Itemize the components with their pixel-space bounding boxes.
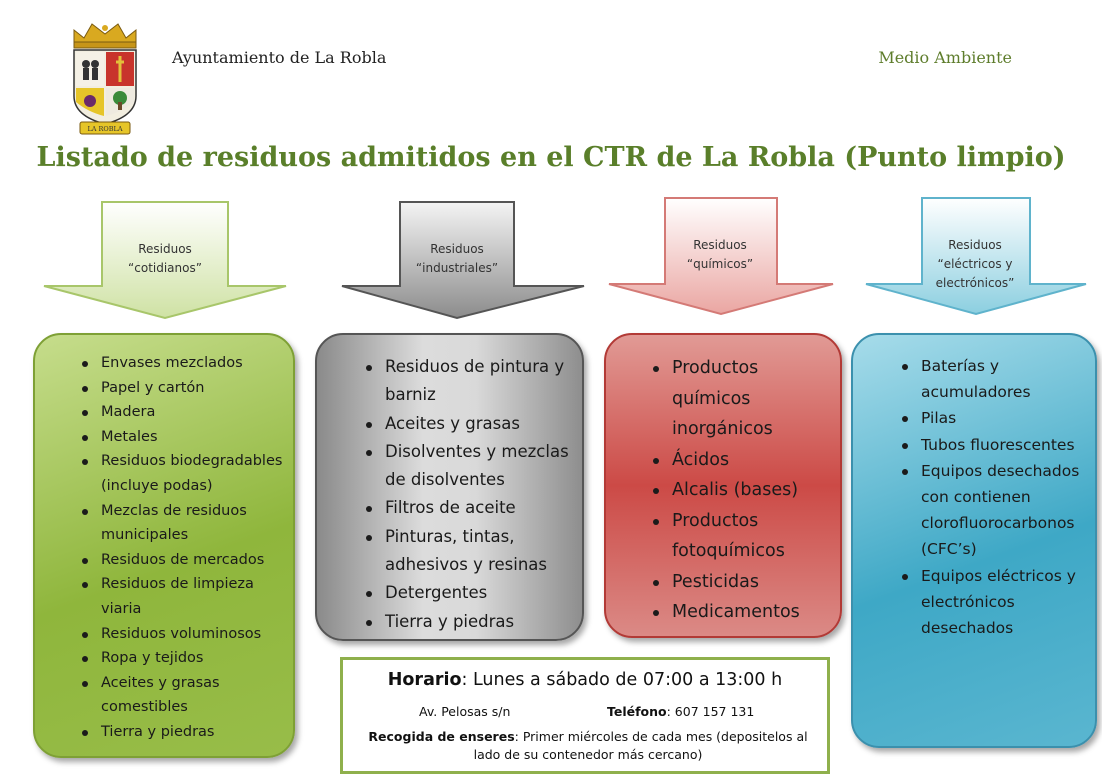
list-item: Metales [77, 425, 283, 450]
list-item: Tierra y piedras [77, 720, 283, 745]
phone-label: Teléfono [607, 704, 667, 719]
schedule-line: Horario: Lunes a sábado de 07:00 a 13:00… [343, 670, 827, 690]
arrow-label-line1: Residuos [948, 238, 1002, 252]
list-item: Pilas [897, 405, 1087, 431]
list-item: Madera [77, 400, 283, 425]
schedule-box: Horario: Lunes a sábado de 07:00 a 13:00… [340, 657, 830, 774]
arrow-label-line1: Residuos [138, 242, 192, 256]
arrow-label-line2: “cotidianos” [128, 261, 202, 275]
list-item: Alcalis (bases) [648, 475, 832, 506]
schedule-value: : Lunes a sábado de 07:00 a 13:00 h [461, 670, 783, 690]
list-item: Pesticidas [648, 567, 832, 598]
arrow-label-line2: “eléctricos y [937, 257, 1013, 271]
list-item: Equipos eléctricos y electrónicos desech… [897, 563, 1087, 642]
arrow-cotidianos: Residuos “cotidianos” [40, 200, 290, 320]
arrow-label-line1: Residuos [430, 242, 484, 256]
list-item: Medicamentos [648, 597, 832, 628]
list-item: Residuos voluminosos [77, 622, 283, 647]
list-item: Papel y cartón [77, 376, 283, 401]
pickup-value: : Primer miércoles de cada mes (deposite… [473, 729, 808, 762]
town-crest-logo: LA ROBLA [66, 16, 144, 138]
list-item: Disolventes y mezclas de disolventes [361, 438, 574, 495]
pickup-line: Recogida de enseres: Primer miércoles de… [355, 728, 821, 764]
list-item: Pinturas, tintas, adhesivos y resinas [361, 523, 574, 580]
arrow-quimicos: Residuos “químicos” [607, 196, 857, 316]
list-item: Equipos desechados con contienen clorofl… [897, 458, 1087, 563]
pickup-label: Recogida de enseres [368, 729, 515, 744]
list-item: Envases mezclados [77, 351, 283, 376]
list-item: Tierra y piedras [361, 608, 574, 636]
schedule-label: Horario [387, 670, 462, 690]
list-item: Baterías y acumuladores [897, 353, 1087, 405]
list-item: Detergentes [361, 579, 574, 607]
list-item: Aceites y grasas [361, 410, 574, 438]
department-name: Medio Ambiente [878, 48, 1012, 67]
list-item: Aceites y grasas comestibles [77, 671, 283, 720]
organization-name: Ayuntamiento de La Robla [172, 48, 387, 67]
list-item: Productos fotoquímicos [648, 506, 832, 567]
list-item: Mezclas de residuos municipales [77, 499, 283, 548]
list-box-cotidianos: Envases mezclados Papel y cartón Madera … [33, 333, 295, 758]
list-item: Tubos fluorescentes [897, 432, 1087, 458]
list-item: Productos químicos inorgánicos [648, 353, 832, 445]
list-item: Residuos de mercados [77, 548, 283, 573]
phone-value: : 607 157 131 [666, 704, 755, 719]
crest-label: LA ROBLA [87, 125, 122, 133]
list-item: Ropa y tejidos [77, 646, 283, 671]
list-box-electricos: Baterías y acumuladores Pilas Tubos fluo… [851, 333, 1097, 748]
phone-line: Teléfono: 607 157 131 [607, 704, 754, 719]
list-box-quimicos: Productos químicos inorgánicos Ácidos Al… [604, 333, 842, 638]
list-item: Residuos de limpieza viaria [77, 572, 283, 621]
list-item: Filtros de aceite [361, 494, 574, 522]
arrow-label-line1: Residuos [693, 238, 747, 252]
address-text: Av. Pelosas s/n [419, 704, 511, 719]
arrow-industriales: Residuos “industriales” [340, 200, 590, 320]
list-box-industriales: Residuos de pintura y barniz Aceites y g… [315, 333, 584, 641]
arrow-label-line3: electrónicos” [935, 276, 1015, 290]
arrow-electricos: Residuos “eléctricos y electrónicos” [864, 196, 1102, 316]
arrow-label-line2: “químicos” [686, 257, 754, 271]
list-item: Residuos biodegradables (incluye podas) [77, 449, 283, 498]
arrow-label-line2: “industriales” [415, 261, 499, 275]
page-title: Listado de residuos admitidos en el CTR … [36, 142, 1066, 173]
list-item: Residuos de pintura y barniz [361, 353, 574, 410]
list-item: Ácidos [648, 445, 832, 476]
